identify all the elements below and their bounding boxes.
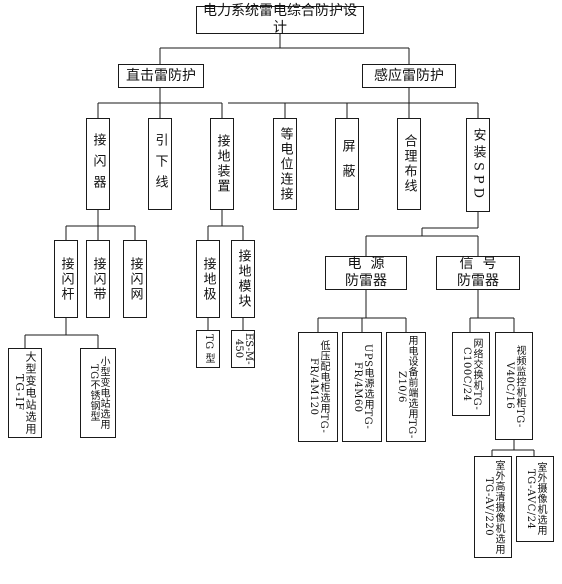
ground-pole-label: 接地极 [200, 256, 216, 302]
rod-box: 接闪杆 [54, 240, 78, 318]
wiring-label: 合理布线 [401, 134, 417, 194]
tg-type-box: TG 型 [196, 330, 220, 368]
small-station-box: 小型变电站选用TG不锈钢型 [80, 348, 116, 438]
induced-lightning-label: 感应雷防护 [374, 67, 444, 84]
es-model-label: ES-M-450 [233, 333, 254, 365]
strip-label: 接闪带 [90, 256, 106, 302]
power-arrester-box: 电 源 防雷器 [325, 256, 407, 290]
arrester-label: 接闪器 [90, 132, 106, 196]
ups-label: UPS电源选用TG-FR/4M60 [352, 344, 373, 430]
signal-arrester-box: 信 号 防雷器 [436, 256, 520, 290]
ground-pole-box: 接地极 [196, 240, 220, 318]
ground-module-label: 接地模块 [235, 249, 251, 309]
ground-module-box: 接地模块 [231, 240, 255, 318]
strip-box: 接闪带 [86, 240, 110, 318]
large-station-box: 大型变电站选用TG-IF [8, 348, 42, 438]
front-equipment-box: 用电设备前端选用TG-Z10/6 [386, 332, 426, 442]
spd-label: 安装SPD [470, 127, 486, 203]
camera-box: 室外摄像机选用TG-AVC/24 [516, 456, 554, 542]
ups-box: UPS电源选用TG-FR/4M60 [342, 332, 382, 442]
net-box: 接闪网 [123, 240, 147, 318]
es-model-box: ES-M-450 [231, 330, 255, 368]
spd-box: 安装SPD [466, 118, 490, 212]
lv-cabinet-box: 低压配电柜选用TG-FR/4M120 [298, 332, 338, 442]
shielding-box: 屏蔽 [335, 118, 359, 210]
down-conductor-label: 引下线 [152, 132, 168, 196]
large-station-label: 大型变电站选用TG-IF [13, 351, 37, 435]
diagram-title: 电力系统雷电综合防护设计 [203, 3, 357, 36]
signal-arrester-line1: 信 号 [459, 256, 497, 273]
video-cabinet-box: 视频监控机柜TG-V40C/16 [495, 332, 533, 440]
video-cabinet-label: 视频监控机柜TG-V40C/16 [504, 344, 525, 428]
arrester-box: 接闪器 [86, 118, 110, 210]
grounding-device-label: 接地装置 [214, 134, 230, 194]
power-arrester-line1: 电 源 [347, 256, 385, 273]
hd-camera-label: 室外高清摄像机选用TG-AV/220 [483, 459, 504, 555]
title-box: 电力系统雷电综合防护设计 [196, 3, 364, 36]
tg-type-label: TG 型 [203, 334, 214, 364]
signal-arrester-line2: 防雷器 [457, 273, 499, 289]
direct-lightning-box: 直击雷防护 [118, 64, 204, 88]
network-switch-label: 网络交换机TG-C100C/24 [461, 337, 482, 411]
equipotential-box: 等电位连接 [273, 118, 297, 210]
grounding-device-box: 接地装置 [210, 118, 234, 210]
front-equipment-label: 用电设备前端选用TG-Z10/6 [396, 335, 417, 439]
lv-cabinet-label: 低压配电柜选用TG-FR/4M120 [308, 340, 329, 434]
shielding-label: 屏蔽 [339, 139, 355, 189]
small-station-label: 小型变电站选用TG不锈钢型 [88, 356, 109, 430]
wiring-box: 合理布线 [397, 118, 421, 210]
induced-lightning-box: 感应雷防护 [362, 64, 456, 88]
signal-arrester-label: 信 号 防雷器 [437, 256, 519, 289]
power-arrester-line2: 防雷器 [345, 273, 387, 289]
camera-label: 室外摄像机选用TG-AVC/24 [525, 462, 546, 536]
power-arrester-label: 电 源 防雷器 [326, 256, 406, 289]
direct-lightning-label: 直击雷防护 [126, 67, 196, 84]
down-conductor-box: 引下线 [148, 118, 172, 210]
network-switch-box: 网络交换机TG-C100C/24 [452, 332, 490, 416]
net-label: 接闪网 [127, 256, 143, 302]
equipotential-label: 等电位连接 [277, 126, 293, 202]
rod-label: 接闪杆 [58, 256, 74, 302]
hd-camera-box: 室外高清摄像机选用TG-AV/220 [474, 456, 512, 558]
